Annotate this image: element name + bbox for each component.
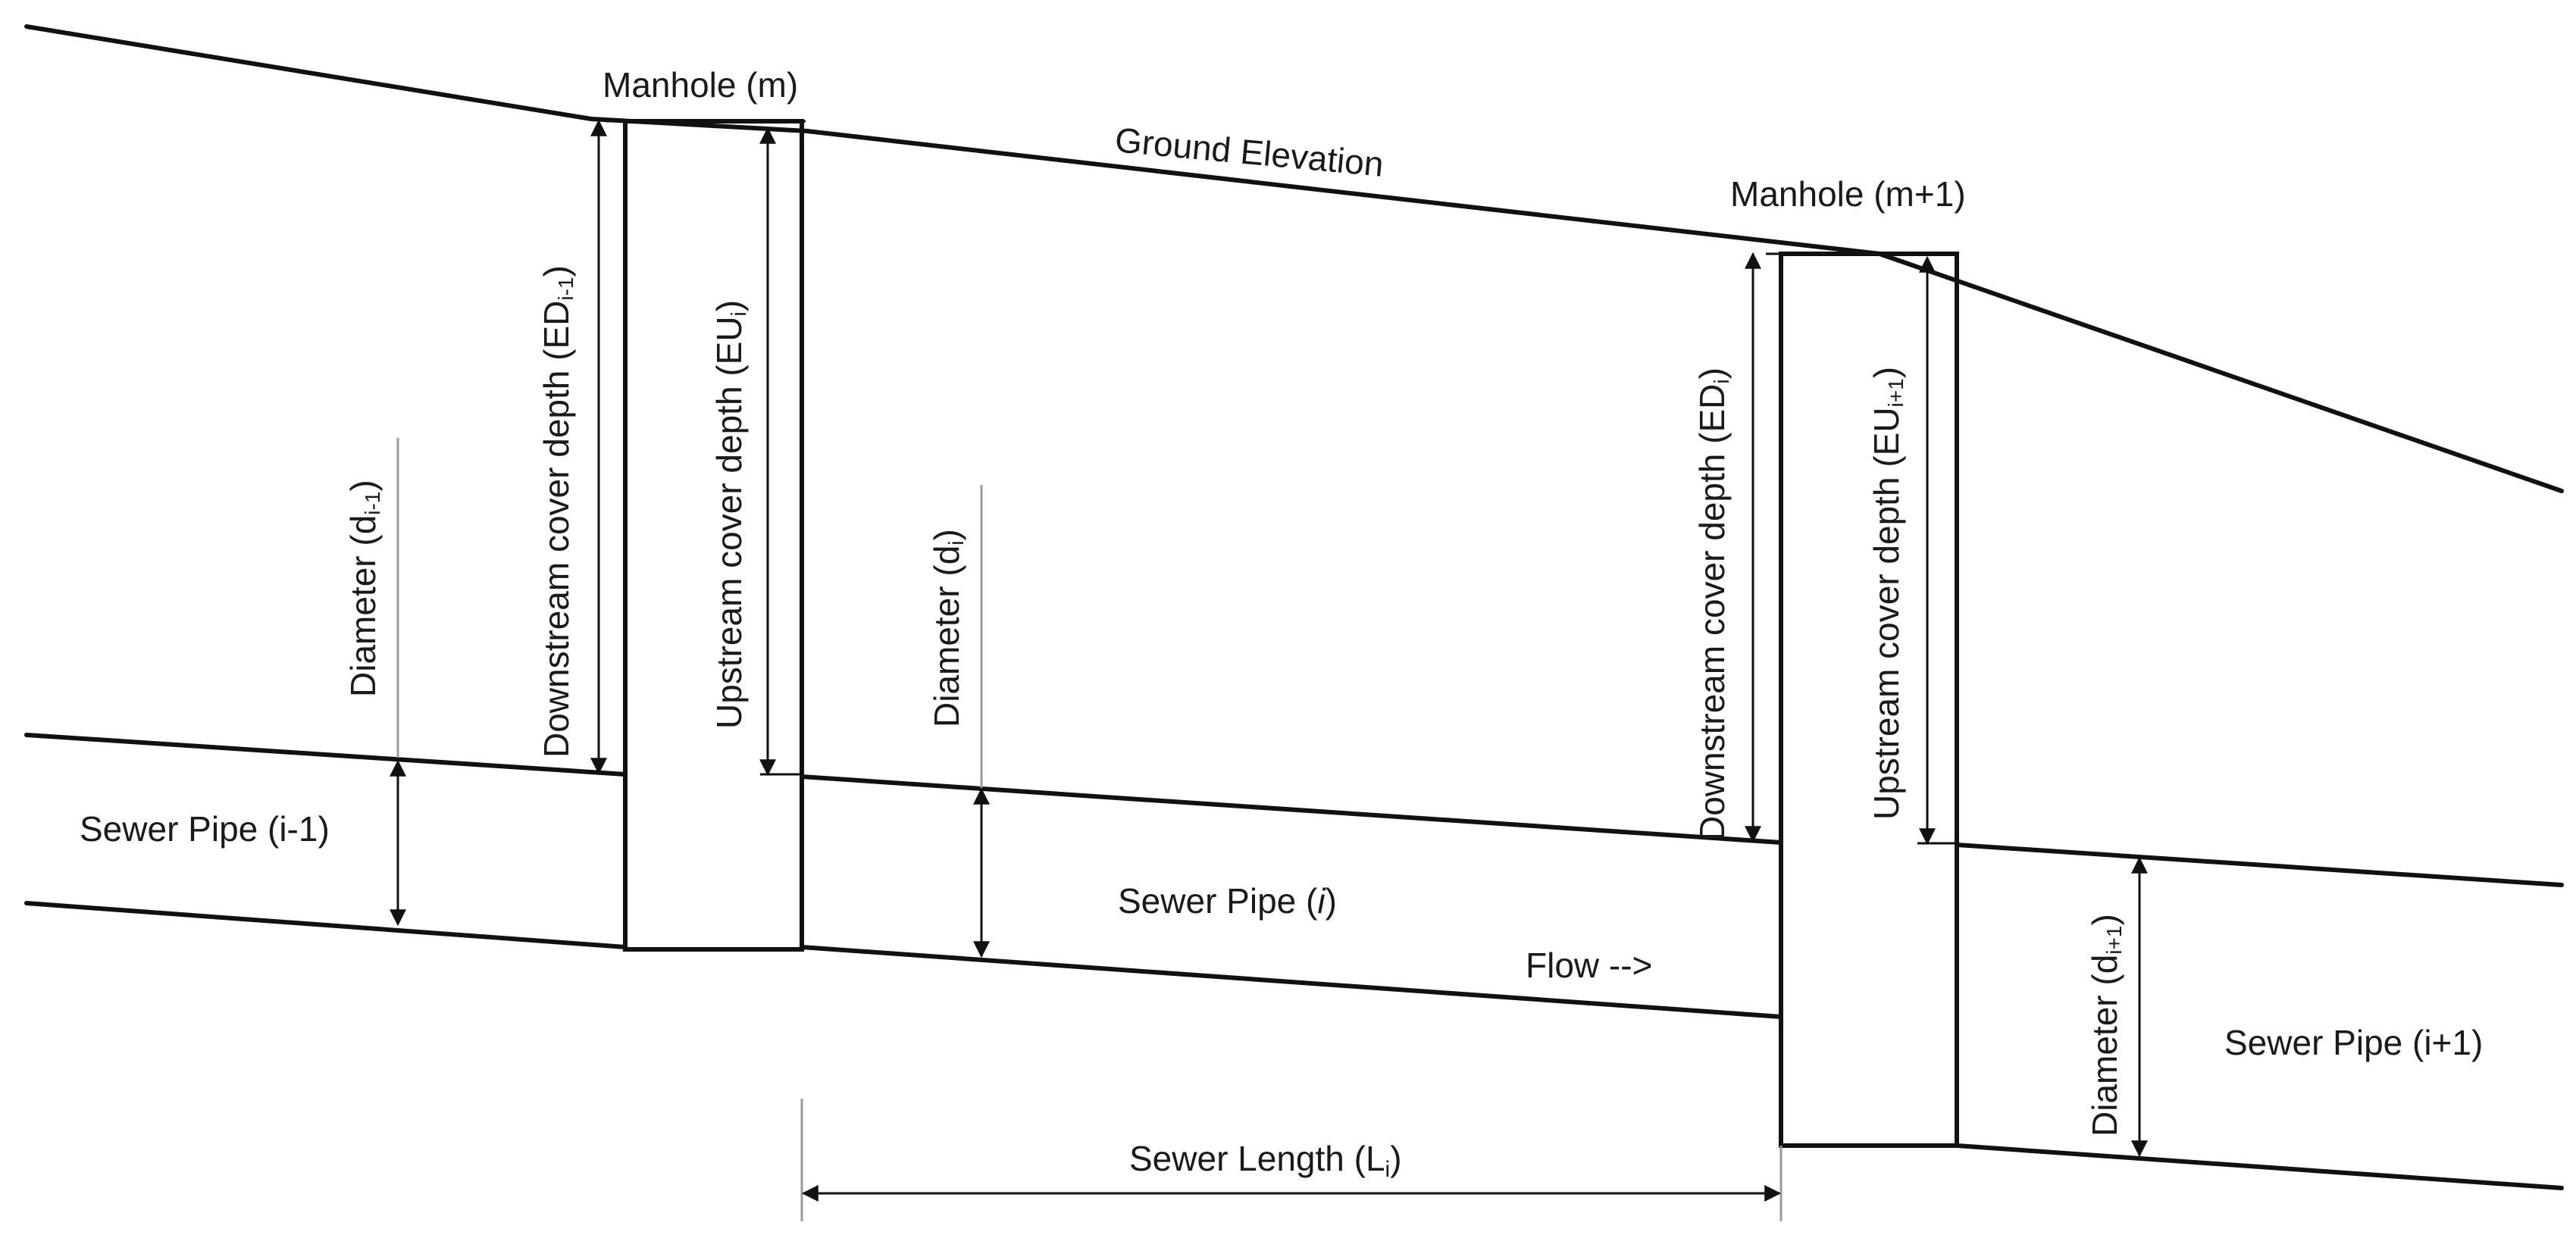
upstream-cover-depth-next-label: Upstream cover depth (EUi+1) — [1867, 367, 1908, 820]
pipe-next-bottom — [1955, 1143, 2564, 1190]
pipe-next-top — [1955, 843, 2564, 887]
pipe-i-label: Sewer Pipe (i) — [1118, 881, 1337, 921]
diameter-i-label: Diameter (di) — [927, 529, 968, 727]
manhole-m1-label: Manhole (m+1) — [1730, 174, 1966, 214]
pipe-next-label: Sewer Pipe (i+1) — [2224, 1023, 2483, 1062]
pipe-prev-top — [24, 733, 628, 777]
pipe-prev-bottom — [24, 901, 628, 949]
pipe-prev-label: Sewer Pipe (i-1) — [80, 809, 330, 849]
pipe-i-top — [800, 774, 1783, 845]
upstream-cover-depth-i-label: Upstream cover depth (EUi) — [709, 300, 750, 729]
pipe-i-bottom — [800, 945, 1783, 1019]
manhole-m-label: Manhole (m) — [603, 65, 798, 105]
ground-elevation-line — [24, 24, 2564, 493]
sewer-length-label: Sewer Length (Li) — [1129, 1139, 1402, 1182]
downstream-cover-depth-prev-label: Downstream cover depth (EDi-1) — [537, 265, 577, 758]
diameter-prev-label: Diameter (di-1) — [343, 480, 384, 697]
diameter-next-label: Diameter (di+1) — [2085, 914, 2126, 1137]
flow-label: Flow --> — [1526, 946, 1652, 985]
ground-elevation-label: Ground Elevation — [1113, 120, 1385, 184]
downstream-cover-depth-i-label: Downstream cover depth (EDi) — [1692, 367, 1733, 841]
